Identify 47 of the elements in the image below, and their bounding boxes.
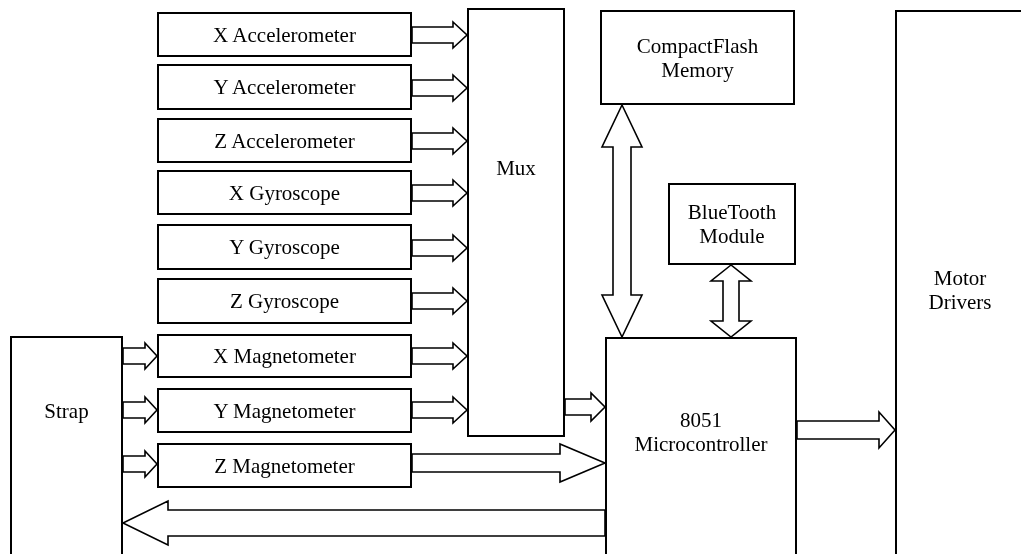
- block-arrow: [122, 448, 159, 480]
- strap-box: [10, 336, 123, 554]
- mux-box: [467, 8, 565, 437]
- sensor-box: [157, 64, 412, 110]
- box-label: Y Gyroscope: [228, 235, 341, 259]
- module-box: [668, 183, 796, 265]
- driver-box: [895, 10, 1021, 554]
- box-label: Strap: [43, 399, 90, 423]
- block-arrow: [122, 394, 159, 426]
- memory-box: [600, 10, 795, 105]
- box-label: Z Gyroscope: [228, 289, 341, 313]
- box-label: X Gyroscope: [227, 180, 342, 205]
- sensor-box: [157, 443, 412, 488]
- block-arrow: [411, 233, 469, 263]
- block-arrow: [411, 20, 469, 50]
- box-label: Y Magnetometer: [212, 398, 357, 423]
- sensor-box: [157, 224, 412, 270]
- block-arrow: [411, 395, 469, 425]
- box-label: 8051 Microcontroller: [633, 408, 769, 456]
- block-arrow: [411, 73, 469, 103]
- box-label: Y Accelerometer: [212, 75, 357, 99]
- sensor-box: [157, 334, 412, 378]
- box-label: Mux: [495, 155, 537, 180]
- block-arrow: [411, 178, 469, 208]
- box-label: X Magnetometer: [212, 344, 357, 368]
- block-arrow: [708, 263, 754, 339]
- box-label: X Accelerometer: [212, 22, 357, 47]
- sensor-box: [157, 388, 412, 433]
- block-arrow: [564, 391, 607, 423]
- box-label: BlueTooth Module: [686, 200, 778, 248]
- sensor-box: [157, 278, 412, 324]
- block-arrow: [411, 286, 469, 316]
- block-arrow: [411, 126, 469, 156]
- block-arrow: [411, 341, 469, 371]
- block-arrow: [600, 103, 644, 339]
- block-arrow: [411, 442, 608, 484]
- box-label: Z Magnetometer: [213, 453, 356, 478]
- box-label: CompactFlash Memory: [635, 33, 760, 82]
- block-arrow: [796, 409, 897, 451]
- sensor-box: [157, 170, 412, 215]
- sensor-box: [157, 12, 412, 57]
- box-label: Z Accelerometer: [213, 128, 356, 153]
- box-label: Motor Drivers: [927, 266, 993, 314]
- sensor-box: [157, 118, 412, 163]
- block-arrow: [122, 340, 159, 372]
- block-arrow: [121, 499, 606, 547]
- microcontroller-box: [605, 337, 797, 554]
